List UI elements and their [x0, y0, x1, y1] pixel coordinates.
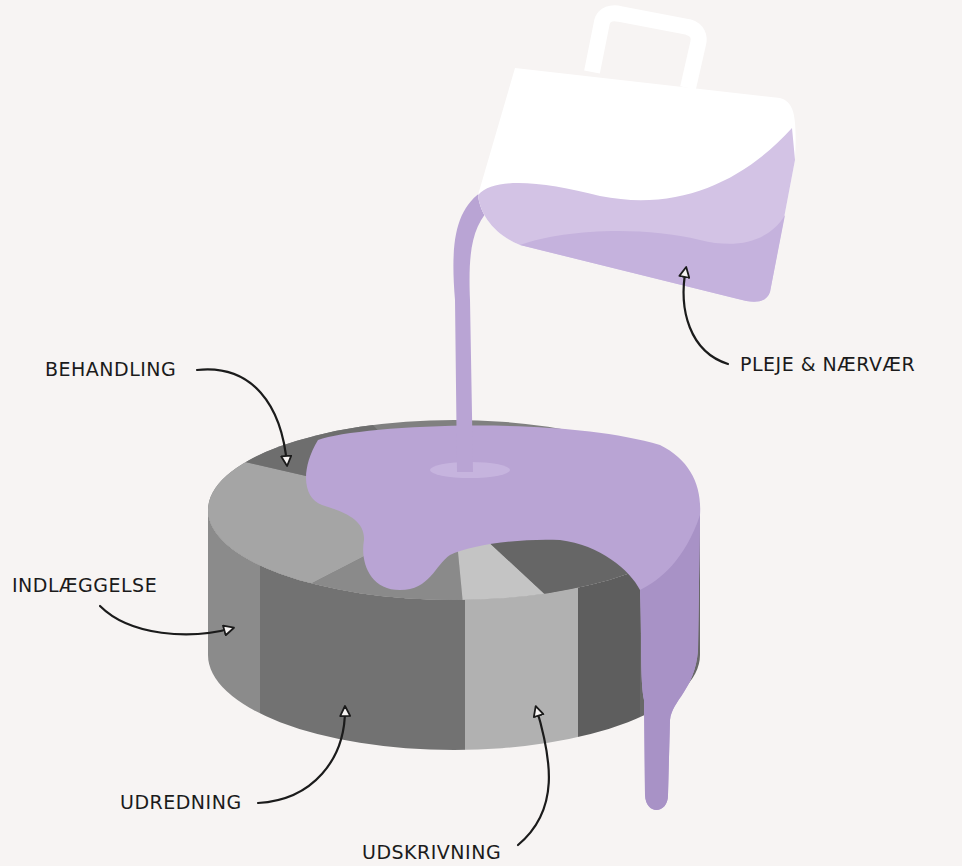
leader-arrow — [197, 369, 287, 465]
part-label: UDSKRIVNING — [362, 840, 501, 864]
glaze — [306, 426, 700, 810]
part-label: UDREDNING — [120, 790, 242, 814]
pitcher-handle — [592, 13, 699, 88]
leader-arrow — [258, 707, 345, 803]
pitcher-milk-shade — [520, 215, 785, 302]
pitcher-milk — [478, 128, 795, 302]
part-label: BEHANDLING — [45, 357, 176, 381]
leader-arrow — [100, 606, 233, 634]
pour-stream — [453, 190, 494, 472]
part-label: PLEJE & NÆRVÆR — [740, 352, 915, 376]
pitcher-body — [478, 68, 796, 302]
leader-arrow — [518, 707, 549, 845]
glaze-shade — [640, 515, 700, 810]
leader-arrow — [684, 268, 728, 364]
part-label: INDLÆGGELSE — [12, 573, 157, 597]
